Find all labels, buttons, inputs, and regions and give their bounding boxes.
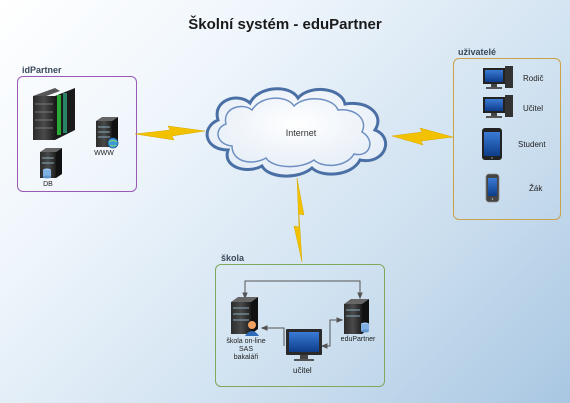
db-server-icon [40, 148, 62, 179]
teacher-pc-label: učitel [293, 366, 312, 375]
desktop-pc-icon [483, 95, 513, 118]
edupartner-server-icon [344, 299, 369, 334]
school-server-label: škola on-line SAS bakaláři [226, 338, 266, 361]
users-group-label: uživatelé [458, 47, 497, 57]
edupartner-server-label: eduPartner [340, 336, 376, 343]
teacher-monitor-icon [286, 329, 322, 361]
www-server-label: WWW [94, 150, 114, 157]
school-group [215, 264, 385, 387]
smartphone-icon [485, 173, 500, 203]
school-connections [242, 280, 363, 349]
device-label-student: Student [518, 140, 546, 149]
school-server-icon [231, 297, 259, 336]
users-group [453, 58, 561, 220]
rack-server-icon [33, 88, 75, 140]
lightning-link-users [391, 127, 454, 146]
device-label-parent: Rodič [523, 74, 544, 83]
lightning-link-school [293, 177, 305, 263]
lightning-link-idpartner [134, 125, 206, 141]
school-group-label: škola [221, 253, 245, 263]
www-server-icon [96, 117, 119, 149]
device-label-teacher: Učitel [523, 104, 544, 113]
desktop-pc-icon [483, 66, 513, 89]
db-server-label: DB [43, 181, 53, 188]
page-title: Školní systém - eduPartner [188, 16, 382, 33]
internet-label: Internet [286, 128, 317, 138]
tablet-icon [482, 128, 502, 160]
device-label-pupil: Žák [529, 184, 543, 193]
idpartner-group-label: idPartner [22, 65, 62, 75]
internet-cloud [205, 87, 388, 178]
